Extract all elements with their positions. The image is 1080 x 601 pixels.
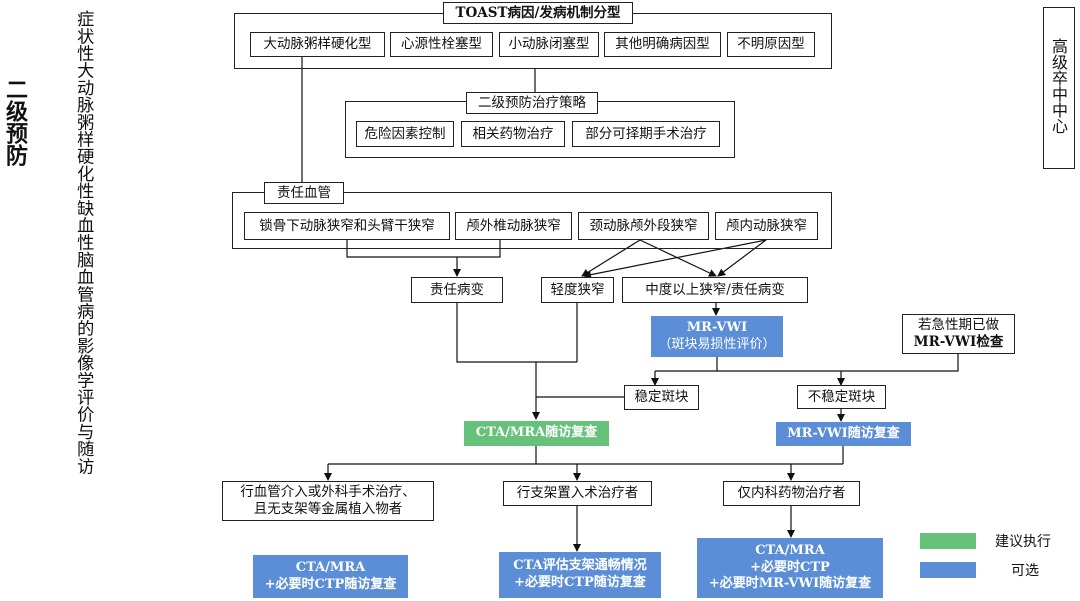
acute-mrvwi-note-box: 若急性期已做 MR-VWI检查 — [902, 314, 1015, 354]
toast-type-cardioembolic: 心源性栓塞型 — [390, 32, 493, 57]
acute-note-line2: MR-VWI检查 — [913, 334, 1004, 350]
cta-mra-followup-box: CTA/MRA随访复查 — [464, 421, 609, 446]
outcome-medical-line2: +必要时CTP — [750, 559, 830, 575]
legend-optional-swatch — [920, 562, 976, 578]
mrvwi-assessment-detail: （斑块易损性评价） — [658, 336, 776, 352]
outcome-stent-box: CTA评估支架通畅情况 +必要时CTP随访复查 — [499, 552, 661, 598]
outcome-intervention-line2: +必要时CTP随访复查 — [264, 576, 397, 592]
responsible-lesion-box: 责任病变 — [411, 277, 503, 303]
medical-treatment-box: 仅内科药物治疗者 — [723, 481, 860, 506]
toast-type-small-vessel: 小动脉闭塞型 — [499, 32, 599, 57]
toast-title: TOAST病因/发病机制分型 — [443, 2, 633, 24]
legend-recommended-label: 建议执行 — [995, 534, 1051, 550]
intervention-line2: 且无支架等金属植入物者 — [253, 501, 403, 517]
vessel-frame — [232, 192, 832, 249]
strategy-risk-factor-control: 危险因素控制 — [356, 121, 454, 147]
mrvwi-assessment-box: MR-VWI （斑块易损性评价） — [651, 316, 783, 357]
outcome-intervention-line1: CTA/MRA — [295, 559, 366, 575]
vessel-vertebral: 颅外椎动脉狭窄 — [455, 212, 572, 240]
outcome-medical-box: CTA/MRA +必要时CTP +必要时MR-VWI随访复查 — [697, 538, 883, 598]
unstable-plaque-box: 不稳定斑块 — [797, 385, 886, 409]
advanced-stroke-center-box — [1043, 7, 1075, 169]
intervention-line1: 行血管介入或外科手术治疗、 — [240, 484, 416, 501]
stable-plaque-box: 稳定斑块 — [624, 385, 699, 410]
vessel-subclavian: 锁骨下动脉狭窄和头臂干狭窄 — [244, 212, 450, 240]
vessel-intracranial: 颅内动脉狭窄 — [715, 212, 818, 240]
strategy-title: 二级预防治疗策略 — [466, 92, 598, 114]
outcome-intervention-box: CTA/MRA +必要时CTP随访复查 — [253, 555, 408, 598]
strategy-elective-surgery: 部分可择期手术治疗 — [572, 121, 720, 147]
legend-optional-label: 可选 — [1011, 563, 1039, 579]
toast-type-other-determined: 其他明确病因型 — [604, 32, 721, 57]
acute-note-line1: 若急性期已做 — [918, 317, 999, 334]
secondary-prevention-title: 二级预防 — [2, 78, 28, 166]
mrvwi-assessment-title: MR-VWI — [686, 319, 748, 335]
outcome-stent-line1: CTA评估支架通畅情况 — [513, 558, 647, 574]
mrvwi-followup-label: MR-VWI随访复查 — [787, 425, 900, 441]
topic-subtitle: 症状性大动脉粥样硬化性缺血性脑血管病的影像学评价与随访 — [73, 10, 94, 475]
moderate-stenosis-box: 中度以上狭窄/责任病变 — [622, 277, 808, 303]
toast-type-undetermined: 不明原因型 — [727, 32, 815, 57]
mild-stenosis-box: 轻度狭窄 — [541, 277, 614, 303]
outcome-medical-line1: CTA/MRA — [755, 542, 825, 558]
outcome-stent-line2: +必要时CTP随访复查 — [514, 575, 646, 590]
cta-mra-followup-label: CTA/MRA随访复查 — [475, 425, 598, 441]
toast-type-large-artery: 大动脉粥样硬化型 — [250, 32, 385, 57]
strategy-drug-therapy: 相关药物治疗 — [461, 121, 565, 147]
vessel-title: 责任血管 — [264, 182, 344, 204]
mrvwi-followup-box: MR-VWI随访复查 — [776, 422, 911, 446]
intervention-treatment-box: 行血管介入或外科手术治疗、 且无支架等金属植入物者 — [222, 481, 434, 521]
legend-recommended-swatch — [920, 533, 976, 549]
outcome-medical-line3: +必要时MR-VWI随访复查 — [708, 576, 872, 592]
stent-treatment-box: 行支架置入术治疗者 — [503, 481, 652, 506]
advanced-stroke-center-label: 高级卒中中心 — [1049, 38, 1068, 134]
vessel-extracranial-carotid: 颈动脉颅外段狭窄 — [578, 212, 709, 240]
